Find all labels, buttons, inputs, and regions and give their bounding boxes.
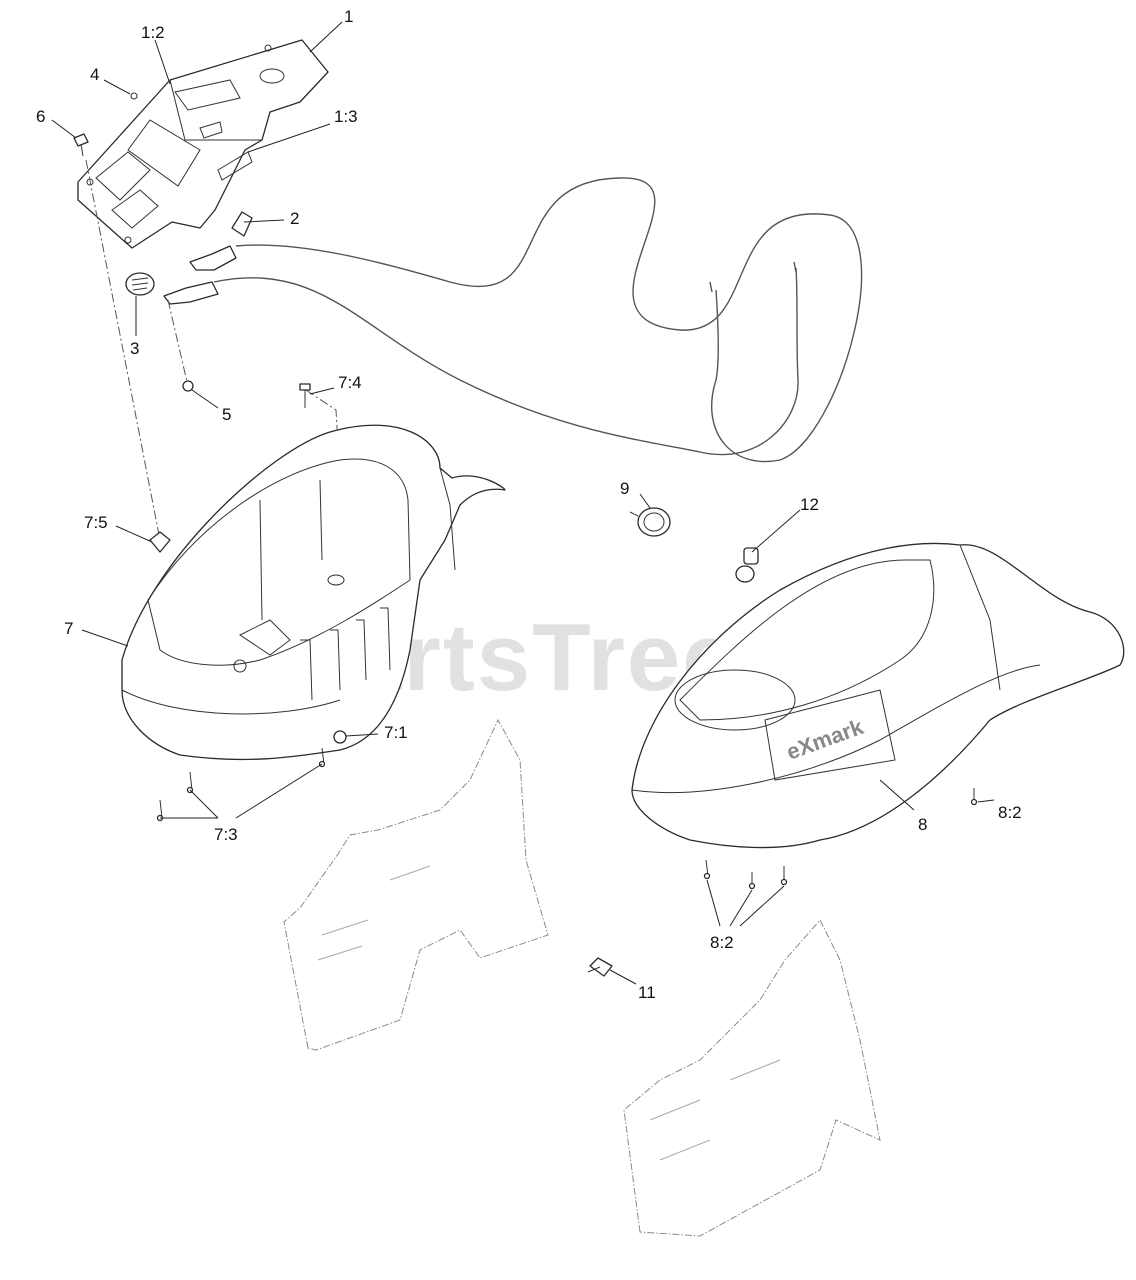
part-6-bolt-icon[interactable]: [73, 133, 89, 157]
right-pod-part-8[interactable]: [631, 542, 1125, 849]
left-decal-outline: [283, 718, 549, 1051]
callout-6: 6: [36, 107, 45, 126]
throttle-cable: [235, 177, 863, 463]
callout-7-3: 7:3: [214, 825, 238, 844]
left-pod-part-7[interactable]: [121, 424, 506, 761]
part-8-2-screw-icons[interactable]: [703, 788, 978, 890]
callout-8: 8: [918, 815, 927, 834]
part-7-4-bolt-icon[interactable]: [299, 383, 311, 408]
part-2-throttle-cable-end[interactable]: [189, 211, 253, 271]
callout-1-2: 1:2: [141, 23, 165, 42]
callout-7: 7: [64, 619, 73, 638]
callout-4: 4: [90, 65, 99, 84]
callout-8-2b: 8:2: [710, 933, 734, 952]
leader-lines: [51, 21, 995, 985]
part-7-5-clip-icon[interactable]: [149, 531, 171, 553]
part-3-choke-cable-end[interactable]: [125, 272, 219, 305]
callout-1: 1: [344, 7, 353, 26]
part-7-1-grommet-icon[interactable]: [333, 730, 347, 744]
control-panel-part[interactable]: [77, 39, 329, 249]
callout-11: 11: [638, 983, 656, 1002]
callout-3: 3: [130, 339, 139, 358]
callout-9: 9: [620, 479, 629, 498]
choke-cable: [213, 267, 799, 456]
part-9-clamp-icon[interactable]: [629, 507, 671, 537]
callout-7-5: 7:5: [84, 513, 108, 532]
right-decal-outline: [623, 919, 881, 1237]
callout-2: 2: [290, 209, 299, 228]
part-12-p-clip-icon[interactable]: [735, 547, 759, 583]
callout-7-4: 7:4: [338, 373, 362, 392]
part-4-washer-icon[interactable]: [130, 92, 138, 100]
callout-7-1: 7:1: [384, 723, 408, 742]
callout-8-2a: 8:2: [998, 803, 1022, 822]
callout-5: 5: [222, 405, 231, 424]
part-5-nut-icon[interactable]: [182, 380, 194, 392]
callout-12: 12: [800, 495, 819, 514]
part-11-clip-icon[interactable]: [587, 957, 613, 977]
callout-1-3: 1:3: [334, 107, 358, 126]
